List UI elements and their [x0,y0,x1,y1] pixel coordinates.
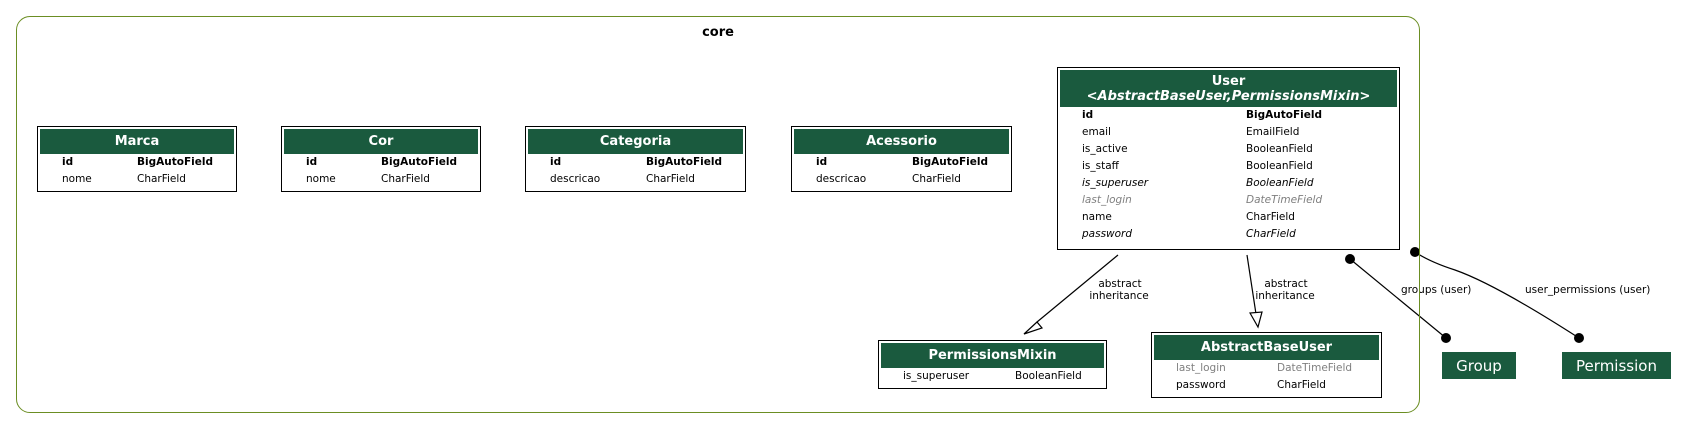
model-cor[interactable]: Cor id BigAutoField nome CharField [281,126,481,192]
field-name: nome [306,173,336,185]
field-type: BooleanField [1246,160,1313,172]
edge-user-permissionsmixin: abstract inheritance [1023,254,1149,335]
field-row: nome CharField [40,171,234,188]
model-title: Marca [40,129,234,154]
edge-user-group: groups (user) [1345,254,1471,343]
model-title: Cor [284,129,478,154]
field-type: EmailField [1246,126,1300,138]
field-row: is_staff BooleanField [1060,158,1397,175]
edge-label-abstract: abstract [1098,278,1141,290]
field-row: id BigAutoField [794,154,1009,171]
field-row: is_superuser BooleanField [881,368,1104,385]
model-user[interactable]: User <AbstractBaseUser,PermissionsMixin>… [1057,67,1400,250]
field-name: password [1176,379,1226,391]
edge-label-inheritance: inheritance [1255,290,1314,302]
model-subtitle: <AbstractBaseUser,PermissionsMixin> [1086,89,1371,104]
model-title: AbstractBaseUser [1154,335,1379,360]
edge-user-abstractbaseuser: abstract inheritance [1246,254,1315,329]
model-permissionsmixin[interactable]: PermissionsMixin is_superuser BooleanFie… [878,340,1107,389]
field-row: nome CharField [284,171,478,188]
field-row: is_active BooleanField [1060,141,1397,158]
field-row: id BigAutoField [1060,107,1397,124]
field-name: descricao [550,173,601,185]
field-row: last_login DateTimeField [1060,192,1397,209]
field-type: BooleanField [1015,370,1082,382]
field-name: id [816,156,828,168]
field-type: CharField [1246,211,1295,223]
field-type: BigAutoField [646,156,722,168]
field-row: password CharField [1154,377,1379,394]
model-title: Acessorio [794,129,1009,154]
field-name: is_staff [1082,160,1119,172]
model-title-text: User [1211,74,1246,89]
field-name: id [306,156,318,168]
external-node-group[interactable]: Group [1442,352,1516,379]
field-type: CharField [1246,228,1296,240]
model-title: Categoria [528,129,743,154]
edge-label-inheritance: inheritance [1089,290,1148,302]
edge-label-user-permissions: user_permissions (user) [1525,284,1650,296]
field-type: CharField [1277,379,1326,391]
field-name: id [550,156,562,168]
cluster-core: core [16,16,1420,413]
field-name: is_active [1082,143,1128,155]
field-type: DateTimeField [1277,362,1353,374]
field-name: last_login [1082,194,1132,206]
field-type: BooleanField [1246,177,1314,189]
model-title: User <AbstractBaseUser,PermissionsMixin> [1060,70,1397,107]
field-type: CharField [137,173,186,185]
field-type: BigAutoField [912,156,988,168]
model-marca[interactable]: Marca id BigAutoField nome CharField [37,126,237,192]
field-row: is_superuser BooleanField [1060,175,1397,192]
edge-label-groups: groups (user) [1401,284,1471,296]
field-type: CharField [646,173,695,185]
field-type: BigAutoField [1246,109,1322,121]
field-type: DateTimeField [1246,194,1323,206]
field-row: descricao CharField [528,171,743,188]
model-categoria[interactable]: Categoria id BigAutoField descricao Char… [525,126,746,192]
cluster-title: core [702,25,734,40]
field-name: id [62,156,74,168]
field-row: id BigAutoField [528,154,743,171]
field-type: BooleanField [1246,143,1313,155]
field-name: is_superuser [903,370,970,382]
field-type: CharField [381,173,430,185]
field-type: BigAutoField [137,156,213,168]
field-row: descricao CharField [794,171,1009,188]
field-row: id BigAutoField [40,154,234,171]
field-name: last_login [1176,362,1226,374]
edge-user-permission: user_permissions (user) [1410,247,1650,343]
model-abstractbaseuser[interactable]: AbstractBaseUser last_login DateTimeFiel… [1151,332,1382,398]
field-row: password CharField [1060,226,1397,243]
field-type: BigAutoField [381,156,457,168]
field-name: nome [62,173,92,185]
field-row: email EmailField [1060,124,1397,141]
field-name: id [1082,109,1094,121]
edge-label-abstract: abstract [1264,278,1307,290]
field-name: name [1082,211,1112,223]
field-name: password [1082,228,1133,240]
field-row: id BigAutoField [284,154,478,171]
external-node-permission[interactable]: Permission [1562,352,1671,379]
model-title: PermissionsMixin [881,343,1104,368]
field-row: name CharField [1060,209,1397,226]
field-row: last_login DateTimeField [1154,360,1379,377]
field-name: is_superuser [1082,177,1149,189]
field-type: CharField [912,173,961,185]
model-acessorio[interactable]: Acessorio id BigAutoField descricao Char… [791,126,1012,192]
field-name: email [1082,126,1111,138]
field-name: descricao [816,173,867,185]
